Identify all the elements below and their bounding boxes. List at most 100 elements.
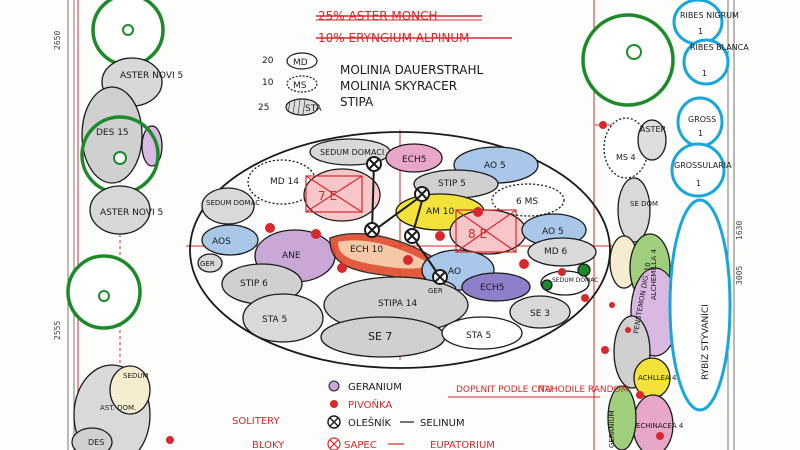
- bed-outline: [189, 131, 611, 369]
- plant-block: [617, 177, 651, 243]
- plant-block: [527, 237, 597, 267]
- plant-label: ASTER NOVI 5: [120, 71, 183, 81]
- tree-center: [122, 24, 134, 36]
- plant-block: [242, 293, 324, 343]
- bed-label: MD 6: [544, 247, 568, 257]
- legend-olesnik-marker: [327, 415, 341, 429]
- legend-name: MOLINIA DAUERSTRAHL: [340, 63, 484, 77]
- plant-block: [303, 168, 381, 222]
- tree-shrub: [581, 13, 675, 107]
- plant-label: GROSS: [688, 115, 716, 124]
- crossed-out-notes: 25% ASTER MONCH 10% ERYNGIUM ALPINUM: [316, 9, 512, 45]
- bed-label: 7 E: [318, 189, 337, 203]
- dimension-label: 3005: [735, 266, 744, 285]
- plant-label: RIBES NIGRUM: [680, 11, 739, 20]
- legend-swatch-md: [286, 52, 318, 70]
- bed-label: ANE: [282, 251, 301, 261]
- plant-label: ASTER: [640, 125, 666, 134]
- legend-swatch-sta: [285, 98, 319, 116]
- legend-nahodile: NAHODILE RANDOM: [538, 385, 628, 395]
- plant-block: [637, 119, 667, 161]
- plant-label: 1: [696, 179, 701, 188]
- plant-block: [509, 295, 571, 329]
- dimension-label: 2650: [53, 31, 62, 50]
- legend-name: STIPA: [340, 95, 374, 109]
- bed-label: STIP 6: [240, 279, 268, 289]
- bed-label: AO 5: [542, 227, 564, 237]
- tree-center: [98, 290, 110, 302]
- legend-qty: 10: [262, 78, 274, 88]
- bed-label: ECH5: [402, 155, 426, 165]
- plant-dot: [541, 279, 553, 291]
- plant-block: [201, 187, 255, 225]
- legend-qty: 25: [258, 103, 269, 113]
- plant-block: [461, 272, 531, 302]
- shrub-ribes: [672, 0, 724, 46]
- dimension-label: 2555: [53, 321, 62, 340]
- plant-label: ASTER NOVI 5: [100, 208, 163, 218]
- tree-center: [626, 44, 642, 60]
- legend-swatch-ms: [286, 75, 318, 93]
- plant-label: 1: [702, 69, 707, 78]
- plant-block: [607, 385, 637, 450]
- shrub-grossularia: [670, 142, 726, 198]
- legend-geranium-dot: [328, 380, 340, 392]
- right-border: [581, 13, 680, 450]
- legend-sapec: SAPEC: [344, 440, 377, 450]
- bed-label: AO 5: [484, 161, 506, 171]
- legend-solitery: SOLITERY: [232, 416, 280, 427]
- legend-top: 20 MD MOLINIA DAUERSTRAHL 10 MS MOLINIA …: [258, 52, 484, 116]
- bed-label: SE 3: [530, 309, 550, 319]
- bed-label: SEDUM DOMAC: [206, 199, 260, 207]
- frame-lines: [67, 0, 735, 450]
- legend-geranium: GERANIUM: [348, 382, 402, 393]
- bed-label: AO: [448, 267, 461, 277]
- plant-dot: [577, 263, 591, 277]
- legend-qty: 20: [262, 56, 274, 66]
- legend-pivonka: PIVOŇKA: [348, 398, 392, 411]
- bed-labels: SEDUM DOMACI ECH5 AO 5 MD 14 7 E STIP 5 …: [200, 148, 598, 343]
- bed-label: 8 E: [468, 227, 487, 241]
- plant-block: [89, 185, 151, 235]
- legend-sapec-marker: [327, 437, 341, 450]
- plant-label: GROSSULARIA: [674, 161, 732, 170]
- plant-label: RIBES BLANCA: [690, 43, 749, 52]
- bed-label: AM 10: [426, 207, 455, 217]
- plant-label: SE DOM: [630, 200, 658, 208]
- eupatorium-crosses: [305, 175, 517, 253]
- legend-pivonka-dot: [330, 400, 338, 408]
- left-border-labels: ASTER NOVI 5 DES 15 ASTER NOVI 5 SEDUM A…: [88, 71, 183, 447]
- shrub-ribes: [682, 38, 730, 86]
- tree-center: [113, 151, 127, 165]
- plant-label: AST. DOM.: [100, 404, 136, 412]
- plant-block: [71, 427, 113, 450]
- plant-block: [197, 253, 223, 273]
- plant-block: [441, 316, 523, 350]
- plant-block: [491, 183, 565, 217]
- bed-label: STA 5: [466, 331, 491, 341]
- plant-label: GERANIUM: [608, 410, 616, 448]
- plant-label: ECHINACEA 4: [636, 422, 684, 430]
- shrub-rybiz: [668, 198, 732, 412]
- bed-label: ECH 10: [350, 245, 383, 255]
- bed-label: AOS: [212, 237, 231, 247]
- plant-label: 1: [698, 129, 703, 138]
- olesnik-markers: [364, 156, 448, 285]
- plant-label: DES 15: [96, 128, 129, 138]
- bed-label: STIP 5: [438, 179, 466, 189]
- legend-code: MS: [293, 81, 307, 91]
- legend-doplnit: DOPLNIT PODLE CITU: [456, 385, 552, 395]
- bed-label: SEDUM DOMACI: [320, 148, 384, 157]
- plant-block: [201, 224, 259, 256]
- plant-label: 1: [698, 27, 703, 36]
- bed-label: 6 MS: [516, 197, 538, 207]
- legend-eupatorium: EUPATORIUM: [430, 440, 495, 450]
- plant-label: SEDUM: [123, 372, 148, 380]
- legend-code: MD: [293, 58, 308, 68]
- plant-label: MS 4: [616, 153, 636, 162]
- legend-selinum: SELINUM: [420, 418, 465, 429]
- plant-block: [385, 143, 443, 173]
- bed-label: SE 7: [368, 330, 392, 343]
- bed-label: GER: [428, 287, 443, 295]
